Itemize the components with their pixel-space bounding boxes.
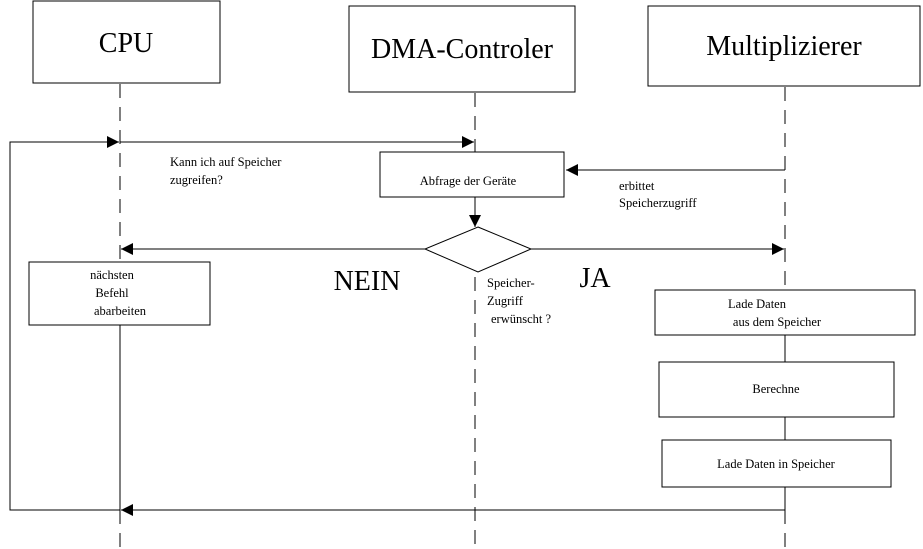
cpu-lane-title: CPU <box>99 28 153 59</box>
dma-lane-header: DMA-Controler <box>348 5 576 93</box>
request-label-line1: Kann ich auf Speicher <box>170 155 282 169</box>
compute-label: Berechne <box>752 382 800 396</box>
load-data-line1: Lade Daten <box>728 297 787 311</box>
decision-label-line2: Zugriff <box>487 294 524 308</box>
cpu-next-instruction-box: nächsten Befehl abarbeiten <box>28 261 211 326</box>
feedback-loop-arrow <box>9 136 120 511</box>
decision-diamond <box>423 226 533 273</box>
multiplier-request-line2: Speicherzugriff <box>619 196 697 210</box>
load-data-line2: aus dem Speicher <box>733 315 822 329</box>
decision-label-line3: erwünscht ? <box>491 312 551 326</box>
multiplier-lane-title: Multiplizierer <box>706 31 862 62</box>
compute-box: Berechne <box>658 361 895 418</box>
yes-label: JA <box>579 263 611 294</box>
poll-devices-label: Abfrage der Geräte <box>420 174 517 188</box>
store-data-label: Lade Daten in Speicher <box>717 457 835 471</box>
cpu-next-line3: abarbeiten <box>94 304 147 318</box>
return-to-cpu-arrow <box>121 487 786 516</box>
cpu-lane-header: CPU <box>32 0 221 84</box>
dma-lane-title: DMA-Controler <box>371 34 554 65</box>
cpu-next-line2: Befehl <box>95 286 129 300</box>
load-data-box: Lade Daten aus dem Speicher <box>654 289 916 336</box>
multiplier-request-line1: erbittet <box>619 179 655 193</box>
decision-label-line1: Speicher- <box>487 276 535 290</box>
multiplier-lane-header: Multiplizierer <box>647 5 921 87</box>
store-data-box: Lade Daten in Speicher <box>661 439 892 488</box>
request-label-line2: zugreifen? <box>170 173 223 187</box>
no-label: NEIN <box>334 266 401 297</box>
poll-devices-box: Abfrage der Geräte <box>379 151 565 198</box>
cpu-next-line1: nächsten <box>90 268 134 282</box>
